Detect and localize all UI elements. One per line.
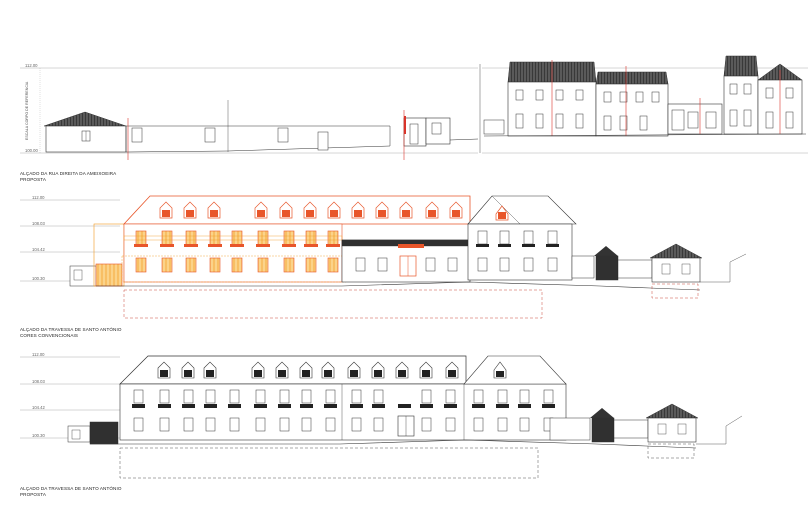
e2-level-2: 108.03 bbox=[32, 221, 45, 226]
e2-level-1: 112.00 bbox=[32, 195, 45, 200]
e1-caption-subtitle: PROPOSTA bbox=[20, 177, 46, 182]
e1-caption-title: ALÇADO DA RUA DIREITA DA AMEIXOEIRA bbox=[20, 171, 117, 176]
e1-level-top: 112.00 bbox=[25, 63, 38, 68]
e3-caption-title: ALÇADO DA TRAVESSA DE SANTO ANTÓNIO bbox=[20, 486, 122, 491]
elevation-1 bbox=[20, 67, 479, 160]
e3-level-3: 104.42 bbox=[32, 405, 45, 410]
e3-level-4: 100.30 bbox=[32, 433, 45, 438]
elevation-1-street bbox=[482, 55, 808, 154]
e2-level-4: 100.30 bbox=[32, 276, 45, 281]
e2-caption-subtitle: CORES CONVENCIONAIS bbox=[20, 333, 79, 338]
e1-level-bottom: 100.00 bbox=[25, 148, 38, 153]
left-house bbox=[43, 111, 127, 153]
elevation-3 bbox=[20, 355, 743, 479]
e1-vertical-label: ESCALA CORPO DE REFERENCIA bbox=[25, 81, 29, 140]
e2-caption-title: ALÇADO DA TRAVESSA DE SANTO ANTÓNIO bbox=[20, 327, 122, 332]
e3-level-1: 112.00 bbox=[32, 352, 45, 357]
e3-level-2: 108.03 bbox=[32, 379, 45, 384]
e2-level-3: 104.42 bbox=[32, 247, 45, 252]
e3-caption-subtitle: PROPOSTA bbox=[20, 492, 46, 497]
elevation-2 bbox=[20, 195, 747, 319]
